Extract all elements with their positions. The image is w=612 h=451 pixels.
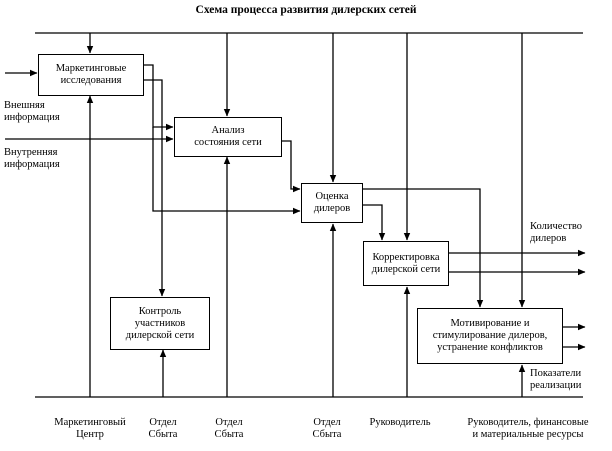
label-sales-dept-2: Отдел Сбыта [214, 417, 244, 440]
arrow-evaluation-to-adjustment [363, 204, 386, 241]
box-participants-control: Контроль участников дилерской сети [110, 297, 210, 350]
label-sales-dept-3: Отдел Сбыта [312, 417, 342, 440]
label-sales-dept-1: Отдел Сбыта [148, 417, 178, 440]
arrow-marketing-to-analysis [144, 64, 174, 131]
label-manager-resources: Руководитель, финансовые и материальные … [467, 417, 589, 440]
label-sales-indicators: Показатели реализации [530, 368, 582, 391]
arrow-marketing-to-evaluation [152, 127, 301, 215]
label-internal-info: Внутренняя информация [4, 147, 60, 170]
label-marketing-center: Маркетинговый Центр [54, 417, 126, 440]
box-marketing-research: Маркетинговые исследования [38, 54, 144, 96]
label-manager: Руководитель [369, 417, 431, 428]
arrow-analysis-to-evaluation [282, 140, 301, 193]
box-motivation: Мотивирование и стимулирование дилеров, … [417, 308, 563, 364]
arrow-evaluation-to-motivation [363, 188, 484, 308]
label-external-info: Внешняя информация [4, 100, 60, 123]
box-network-adjustment: Корректировка дилерской сети [363, 241, 449, 286]
label-dealer-count: Количество дилеров [530, 221, 583, 244]
box-network-analysis: Анализ состояния сети [174, 117, 282, 157]
diagram-title: Схема процесса развития дилерских сетей [195, 4, 417, 16]
arrow-marketing-to-control [144, 79, 166, 297]
box-dealer-evaluation: Оценка дилеров [301, 183, 363, 223]
